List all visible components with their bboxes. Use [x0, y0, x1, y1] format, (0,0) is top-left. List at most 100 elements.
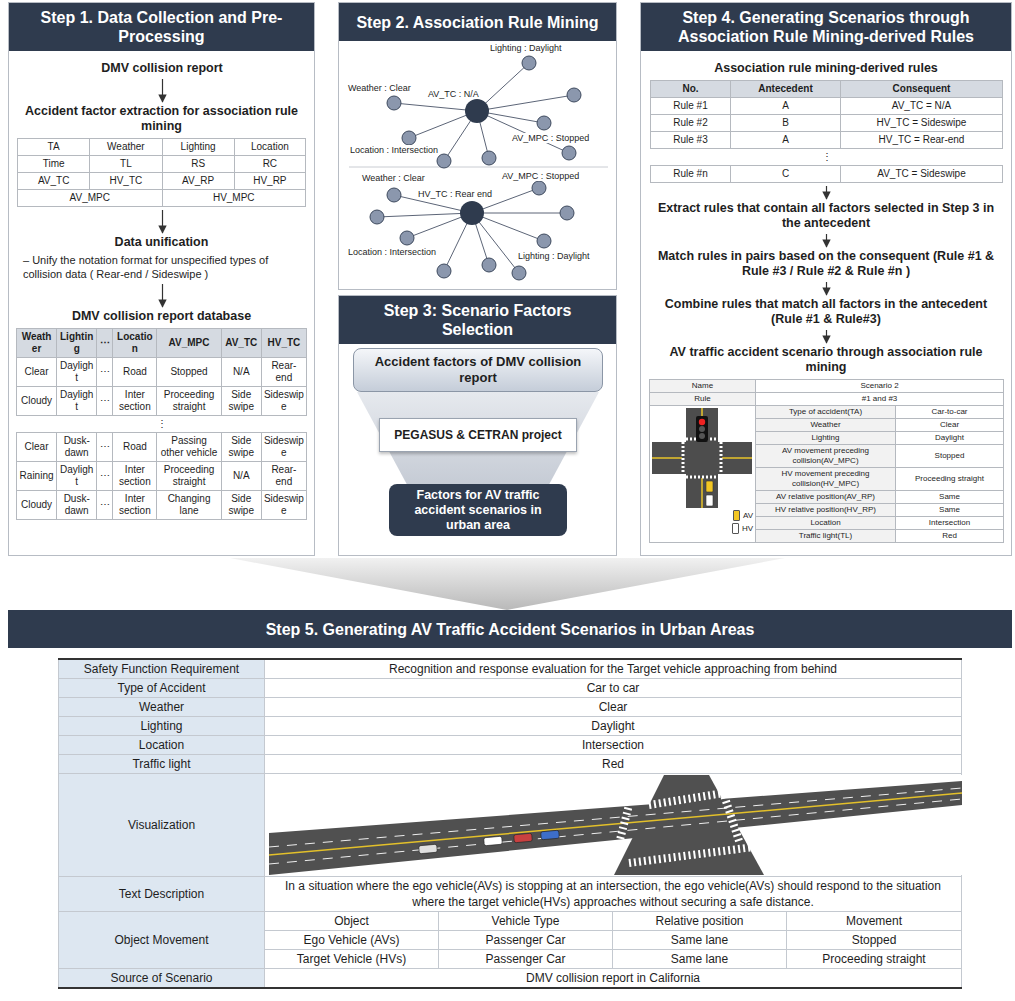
- table-cell: Location: [234, 139, 305, 156]
- table-cell: Changing lane: [157, 491, 221, 520]
- table-cell: Weather: [90, 139, 162, 156]
- table-cell: Lighting: [162, 139, 234, 156]
- table-cell: AV relative position(AV_RP): [756, 491, 896, 504]
- table-cell: Target Vehicle (HVs): [265, 950, 439, 969]
- table-cell: Daylight: [57, 462, 97, 491]
- table-cell: RS: [162, 156, 234, 173]
- table-cell: A: [731, 132, 841, 149]
- table-cell: Type of Accident: [59, 679, 265, 698]
- data-table: Association rule mining-derived rulesNo.…: [650, 61, 1002, 183]
- process-step: DMV collision report: [32, 61, 292, 76]
- note-text: – Unify the notation format for unspecif…: [17, 253, 306, 281]
- table-cell: Same lane: [613, 931, 787, 950]
- table-cell: Consequent: [841, 81, 1003, 98]
- table-cell: Weather: [59, 698, 265, 717]
- table-cell: Name: [650, 380, 756, 393]
- car-icon: [732, 523, 739, 534]
- table-cell: Passenger Car: [439, 931, 613, 950]
- table-cell: Visualization: [59, 774, 265, 877]
- table-cell: RC: [234, 156, 305, 173]
- table-cell: ⋯: [97, 387, 113, 416]
- table-cell: Inter section: [113, 387, 157, 416]
- table-cell: Rear-end: [261, 358, 306, 387]
- legend-line: AV: [652, 510, 753, 521]
- table-cell: Car-to-car: [896, 406, 1004, 419]
- step-header: Step 5. Generating AV Traffic Accident S…: [8, 610, 1012, 648]
- table-cell: HV movement preceding collision(HV_MPC): [756, 468, 896, 491]
- funnel-layer: Factors for AV traffic accident scenario…: [389, 484, 567, 536]
- table-title: Association rule mining-derived rules: [650, 61, 1002, 76]
- table-cell: Clear: [17, 358, 57, 387]
- data-table: NameScenario 2Rule#1 and #3 AVHVType of …: [649, 379, 1004, 543]
- flow-arrow: [162, 79, 163, 102]
- step-header: Step 4. Generating Scenarios through Ass…: [641, 3, 1011, 51]
- table-cell: AV movement preceding collision(AV_MPC): [756, 445, 896, 468]
- data-table: Safety Function RequirementRecognition a…: [58, 658, 962, 989]
- intersection-top-view: [652, 408, 752, 508]
- table-cell: AV_RP: [162, 173, 234, 190]
- table-cell: ⋯: [97, 462, 113, 491]
- table-cell: HV_RP: [234, 173, 305, 190]
- flow-arrow: [826, 282, 827, 295]
- table-title: AV traffic accident scenario through ass…: [649, 345, 1003, 375]
- table-cell: Traffic light: [59, 755, 265, 774]
- table-cell: Traffic light(TL): [756, 530, 896, 543]
- step-text: Factors for AV traffic accident scenario…: [399, 488, 557, 533]
- table-title: Accident factor extraction for associati…: [17, 104, 306, 134]
- process-step: Match rules in pairs based on the conseq…: [651, 249, 1001, 279]
- table-cell: Type of accident(TA): [756, 406, 896, 419]
- legend-line: HV: [652, 523, 753, 534]
- funnel-layer: PEGASUS & CETRAN project: [379, 418, 577, 452]
- table-cell: HV_TC = Rear-end: [841, 132, 1003, 149]
- table-cell: AV_TC: [18, 173, 90, 190]
- data-table: WeatherLighting⋯LocationAV_MPCAV_TCHV_TC…: [16, 328, 307, 520]
- table-cell: Rule: [650, 393, 756, 406]
- data-table: Accident factor extraction for associati…: [17, 104, 306, 207]
- table-cell: Location: [113, 329, 157, 358]
- table-cell: Lighting: [756, 432, 896, 445]
- table-cell: Inter section: [113, 462, 157, 491]
- step-text: Accident factors of DMV collision report: [360, 354, 596, 386]
- table-cell: Raining: [17, 462, 57, 491]
- table-cell: Rule #n: [651, 166, 731, 183]
- graph-node-label: Weather : Clear: [361, 173, 426, 183]
- step-title: Data unification: [17, 235, 306, 250]
- table-cell: Text Description: [59, 877, 265, 912]
- table-cell: HV_MPC: [162, 190, 306, 207]
- table-cell: Ego Vehicle (AVs): [265, 931, 439, 950]
- step-header: Step 1. Data Collection and Pre-Processi…: [9, 3, 314, 51]
- process-step: Extract rules that contain all factors s…: [651, 201, 1001, 231]
- data-table: DMV collision report databaseWeatherLigh…: [16, 309, 307, 520]
- table-cell: AV_MPC: [157, 329, 221, 358]
- table-cell: Same: [896, 491, 1004, 504]
- graph-node-label: HV_TC : Rear end: [417, 189, 493, 199]
- graph-node-label: Lighting : Daylight: [517, 251, 591, 261]
- table-cell: Sideswipe: [261, 491, 306, 520]
- table-cell: Stopped: [157, 358, 221, 387]
- table-cell: Passing other vehicle: [157, 433, 221, 462]
- table-cell: Rule #3: [651, 132, 731, 149]
- table-cell: Side swipe: [221, 387, 261, 416]
- table-cell: Proceeding straight: [157, 462, 221, 491]
- legend-text: HV: [742, 524, 753, 533]
- table-cell: Movement: [787, 912, 962, 931]
- flow-arrow: [826, 330, 827, 343]
- table-cell: N/A: [221, 462, 261, 491]
- table-cell: HV_TC: [90, 173, 162, 190]
- data-table: No.AntecedentConsequentRule #1AAV_TC = N…: [650, 80, 1003, 183]
- table-cell: Object: [265, 912, 439, 931]
- table-cell: Proceeding straight: [157, 387, 221, 416]
- table-cell: Safety Function Requirement: [59, 659, 265, 679]
- data-table: Safety Function RequirementRecognition a…: [58, 658, 961, 989]
- table-cell: Daylight: [265, 717, 962, 736]
- table-cell: AV_MPC: [18, 190, 163, 207]
- table-cell: Object Movement: [59, 912, 265, 969]
- step-text: DMV collision report: [32, 61, 292, 76]
- step-panel: Step 3: Scenario Factors SelectionAccide…: [338, 295, 617, 556]
- table-cell: Red: [265, 755, 962, 774]
- graph-node-label: AV_TC : N/A: [427, 89, 480, 99]
- table-cell: Relative position: [613, 912, 787, 931]
- table-cell: Stopped: [896, 445, 1004, 468]
- step-panel: Step 4. Generating Scenarios through Ass…: [640, 2, 1012, 556]
- table-cell: ⋯: [97, 358, 113, 387]
